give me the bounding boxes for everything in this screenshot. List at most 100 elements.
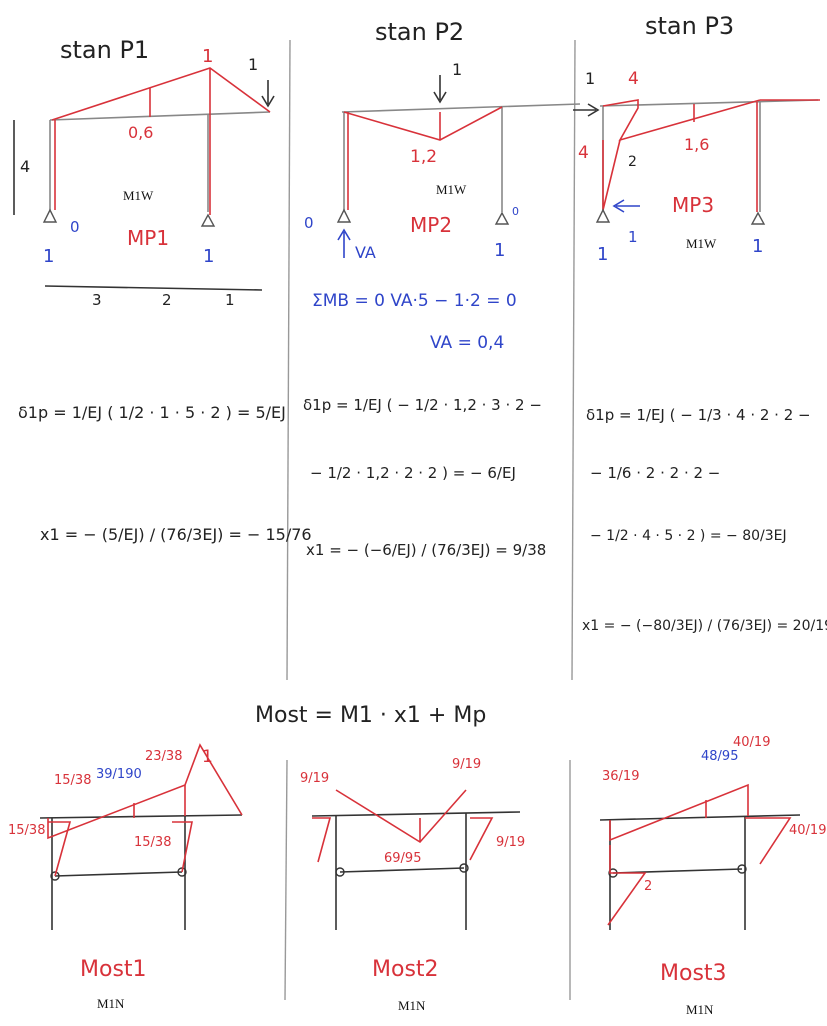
- value-force: 1: [628, 228, 638, 246]
- hinge-left: [335, 867, 345, 877]
- value-e: 2: [644, 879, 652, 894]
- caption: M1N: [398, 998, 426, 1013]
- equation-2: VA = 0,4: [430, 333, 504, 353]
- value-a: 36/19: [602, 769, 639, 784]
- p3-delta-2: − 1/6 · 2 · 2 · 2 −: [590, 464, 720, 482]
- state-p2: stan P2 1,2 1 0 0 1 VA MP2 M1W ΣMB = 0 V…: [304, 18, 581, 353]
- force-arrowhead: [612, 199, 625, 213]
- load-arrowhead: [433, 91, 447, 104]
- moment-left: [48, 821, 72, 877]
- beam: [311, 811, 521, 817]
- moment-label: MP1: [127, 226, 169, 250]
- state-title: stan P2: [375, 18, 464, 46]
- moment-beam: [47, 783, 186, 840]
- final-label: Most2: [372, 957, 439, 982]
- moment-left-column: [602, 139, 621, 211]
- moment-right: [469, 817, 494, 861]
- moment-beam: [609, 783, 749, 842]
- moment-left: [312, 817, 332, 863]
- value-col-left: 4: [578, 143, 589, 163]
- load-arrowhead: [261, 95, 275, 108]
- state-p1: stan P1 1 0,6 1 4 0 1 1 MP1 M1W 3 2 1: [13, 36, 275, 309]
- moment-label: MP3: [672, 193, 714, 217]
- divider-2: [571, 39, 576, 681]
- support-left: [42, 208, 58, 223]
- hinge-right: [737, 864, 747, 874]
- final-equation: Most = M1 · x1 + Mp: [255, 703, 486, 728]
- value-c: 40/19: [733, 735, 770, 750]
- value-d: 1: [202, 747, 213, 767]
- p3-delta-3: − 1/2 · 4 · 5 · 2 ) = − 80/3EJ: [590, 528, 787, 544]
- dim-line: [44, 285, 263, 291]
- final-label: Most3: [660, 961, 727, 986]
- moment-beam: [335, 789, 467, 844]
- value-right-zero: 0: [512, 205, 519, 218]
- value-mid: 1,2: [410, 147, 437, 167]
- beam: [49, 111, 271, 121]
- beam: [599, 814, 801, 821]
- support-right: [494, 211, 510, 225]
- dim-c: 1: [225, 291, 235, 309]
- equation-1: ΣMB = 0 VA·5 − 1·2 = 0: [312, 291, 517, 311]
- caption: M1W: [123, 188, 154, 203]
- value-load: 1: [585, 69, 595, 88]
- moment-right: [745, 817, 792, 865]
- beam: [39, 814, 243, 819]
- p3-delta-1: δ1p = 1/EJ ( − 1/3 · 4 · 2 · 2 −: [586, 406, 811, 424]
- value-c: 23/38: [145, 749, 182, 764]
- support-left: [336, 208, 352, 223]
- value-c: 69/95: [384, 851, 421, 866]
- support-right: [200, 213, 216, 227]
- moment-diagram: [602, 99, 761, 142]
- value-zero: 0: [70, 218, 80, 236]
- p3-x: x1 = − (−80/3EJ) / (76/3EJ) = 20/19: [582, 618, 827, 634]
- value-d: 9/19: [496, 835, 525, 850]
- value-top: 1: [202, 46, 213, 67]
- value-left-base: 1: [597, 244, 608, 265]
- formulas: δ1p = 1/EJ ( 1/2 · 1 · 5 · 2 ) = 5/EJ x1…: [18, 396, 827, 634]
- value-mid: 1,6: [684, 135, 709, 154]
- value-right-base: 1: [752, 236, 763, 257]
- value-e: 15/38: [8, 823, 45, 838]
- moment-diagram: [343, 106, 503, 141]
- value-reaction: VA: [355, 243, 376, 262]
- p1-delta: δ1p = 1/EJ ( 1/2 · 1 · 5 · 2 ) = 5/EJ: [18, 403, 286, 422]
- value-col-mid: 2: [628, 154, 637, 170]
- value-b: 48/95: [701, 749, 738, 764]
- moment-label: MP2: [410, 213, 452, 237]
- state-title: stan P1: [60, 36, 149, 64]
- moment-cantilever: [184, 743, 243, 816]
- final-2: 9/19 9/19 69/95 9/19 Most2 M1N: [300, 757, 525, 1013]
- value-load: 1: [452, 60, 462, 79]
- hinge-right: [459, 863, 469, 873]
- tie: [54, 871, 183, 877]
- value-left-base: 1: [43, 246, 54, 267]
- state-p3: stan P3 1 4 1,6 4 2 1 1 1 MP3 M1W: [573, 12, 820, 265]
- tie: [339, 867, 465, 873]
- value-zero: 0: [304, 214, 314, 232]
- final-3: 36/19 48/95 40/19 40/19 2 Most3 M1N: [599, 735, 826, 1017]
- value-f: 15/38: [134, 835, 171, 850]
- support-right: [750, 211, 766, 225]
- final-1: 15/38 39/190 23/38 1 15/38 15/38 Most1 M…: [8, 743, 243, 1011]
- state-title: stan P3: [645, 12, 734, 40]
- p2-x: x1 = − (−6/EJ) / (76/3EJ) = 9/38: [306, 541, 546, 559]
- p1-x: x1 = − (5/EJ) / (76/3EJ) = − 15/76: [40, 525, 312, 544]
- value-mid: 0,6: [128, 123, 153, 142]
- caption: M1W: [436, 182, 467, 197]
- dim-a: 3: [92, 291, 102, 309]
- value-b: 39/190: [96, 767, 142, 782]
- value-d: 40/19: [789, 823, 826, 838]
- moment-left: [607, 845, 647, 926]
- caption: M1W: [686, 236, 717, 251]
- value-load: 1: [248, 55, 258, 74]
- value-a: 9/19: [300, 771, 329, 786]
- hinge-left: [50, 871, 60, 881]
- divider-3: [284, 759, 288, 1001]
- beam: [341, 103, 581, 113]
- value-right-base: 1: [494, 240, 505, 261]
- caption: M1N: [97, 996, 125, 1011]
- dim-b: 2: [162, 291, 172, 309]
